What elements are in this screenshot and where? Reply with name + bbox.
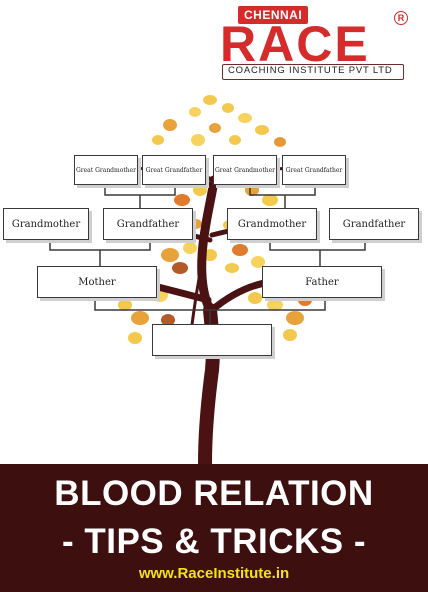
grandmother-box-2: Grandmother xyxy=(227,208,317,240)
logo-badge: CHENNAI xyxy=(238,6,309,24)
grandfather-box-1: Grandfather xyxy=(103,208,193,240)
title-banner xyxy=(0,464,428,592)
website-url: www.RaceInstitute.in xyxy=(138,565,290,582)
logo-subtitle-frame xyxy=(222,64,404,80)
great-grandmother-box-1: Great Grandmother xyxy=(74,155,138,185)
great-grandfather-box-1: Great Grandfather xyxy=(142,155,206,185)
great-grandfather-box-2: Great Grandfather xyxy=(282,155,346,185)
banner-title-line2: - TIPS & TRICKS - xyxy=(61,522,367,561)
great-grandmother-box-2: Great Grandmother xyxy=(213,155,277,185)
grandmother-box-1: Grandmother xyxy=(3,208,89,240)
registered-mark: R xyxy=(394,11,408,25)
grandfather-box-2: Grandfather xyxy=(329,208,419,240)
logo-name: RACE xyxy=(220,16,370,72)
race-logo: CHENNAI RACE R COACHING INSTITUTE PVT LT… xyxy=(0,0,428,90)
self-box xyxy=(152,324,272,356)
logo-subtitle: COACHING INSTITUTE PVT LTD xyxy=(228,65,393,76)
banner-title-line1: BLOOD RELATION xyxy=(54,474,374,513)
father-box: Father xyxy=(262,266,382,298)
mother-box: Mother xyxy=(37,266,157,298)
tree-connectors xyxy=(49,185,366,324)
